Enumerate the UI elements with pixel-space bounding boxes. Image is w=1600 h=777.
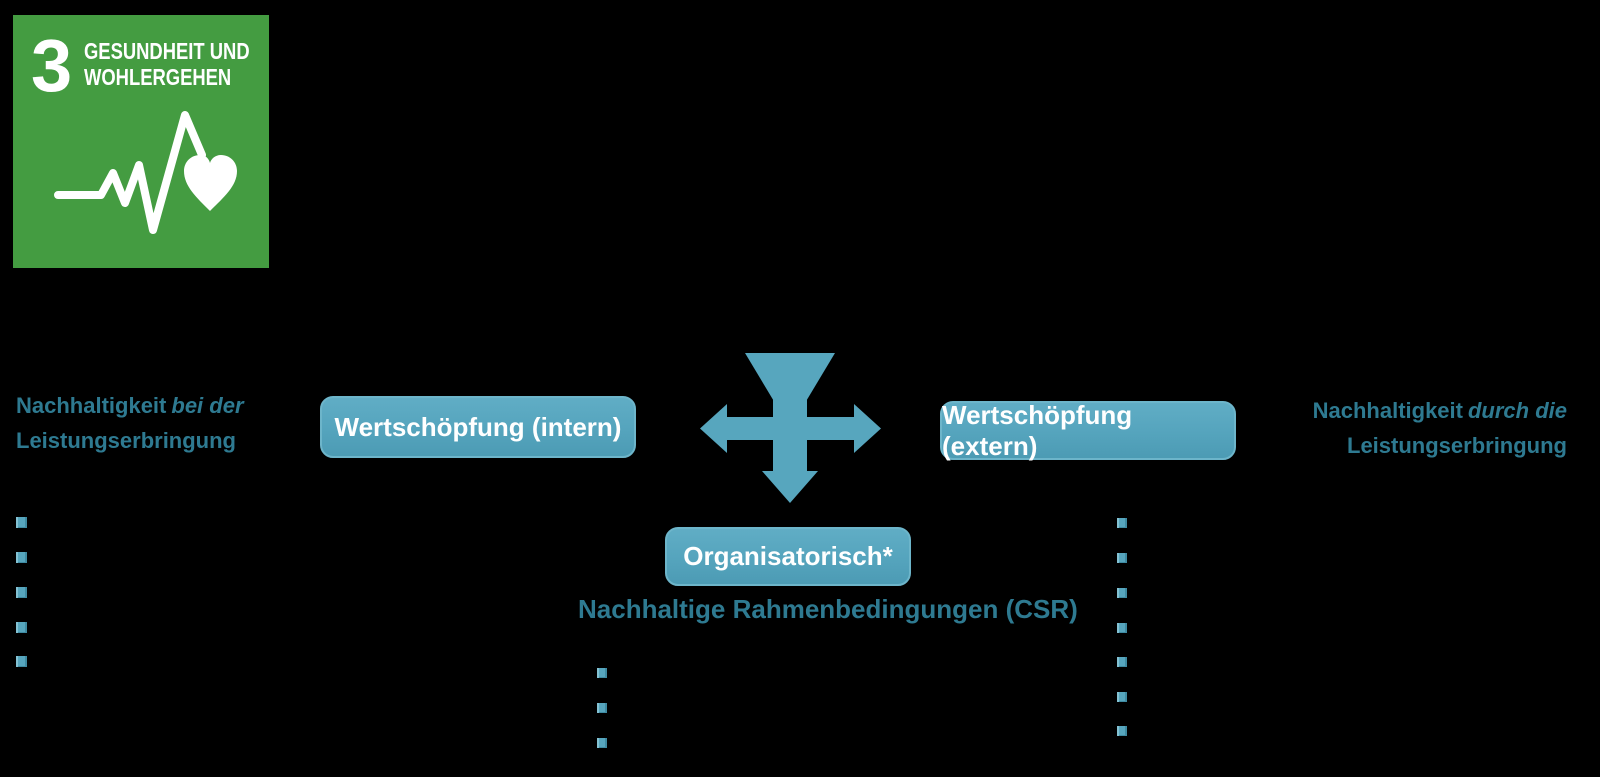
bullet-marker (16, 587, 27, 598)
right-heading-line1-italic: durch die (1467, 398, 1567, 423)
box-wertschoepfung-intern-label: Wertschöpfung (intern) (334, 411, 622, 442)
three-way-arrow-icon (700, 353, 881, 503)
sdg-goal-title-line2: WOHLERGEHEN (84, 63, 232, 90)
bullet-marker (16, 656, 27, 667)
left-heading-line1-text: Nachhaltigkeit (16, 393, 167, 418)
box-wertschoepfung-extern: Wertschöpfung (extern) (940, 399, 1236, 461)
sdg-goal-title-line1: GESUNDHEIT UND (84, 38, 250, 64)
box-organisatorisch-label: Organisatorisch* (683, 541, 893, 571)
bullet-marker (16, 622, 27, 633)
bullet-marker (1117, 623, 1127, 633)
box-wertschoepfung-extern-label: Wertschöpfung (extern) (942, 399, 1133, 461)
bullet-marker (1117, 588, 1127, 598)
csr-heading: Nachhaltige Rahmenbedingungen (CSR) (578, 594, 1078, 624)
bullet-marker (1117, 657, 1127, 667)
left-heading-line1-italic: bei der (171, 393, 244, 418)
left-heading-line2: Leistungserbringung (16, 428, 236, 453)
right-heading-line2: Leistungserbringung (1347, 433, 1567, 458)
bullet-marker (16, 552, 27, 563)
bullet-marker (1117, 518, 1127, 528)
sdg3-badge-header: 3 GESUNDHEIT UND WOHLERGEHEN (13, 15, 269, 107)
bullet-marker (1117, 692, 1127, 702)
sdg-goal-title: GESUNDHEIT UND WOHLERGEHEN (84, 38, 250, 91)
bullet-marker (16, 517, 27, 528)
bullet-marker (1117, 726, 1127, 736)
bullet-marker (1117, 553, 1127, 563)
bullet-marker (597, 738, 607, 748)
sdg3-badge: 3 GESUNDHEIT UND WOHLERGEHEN (13, 15, 269, 268)
bullet-marker (597, 703, 607, 713)
box-wertschoepfung-intern: Wertschöpfung (intern) (320, 396, 636, 458)
sdg-goal-number: 3 (31, 24, 72, 107)
box-organisatorisch: Organisatorisch* (665, 527, 911, 586)
heartbeat-heart-icon (54, 111, 237, 234)
right-heading-line1-text: Nachhaltigkeit (1312, 398, 1463, 423)
bullet-marker (597, 668, 607, 678)
